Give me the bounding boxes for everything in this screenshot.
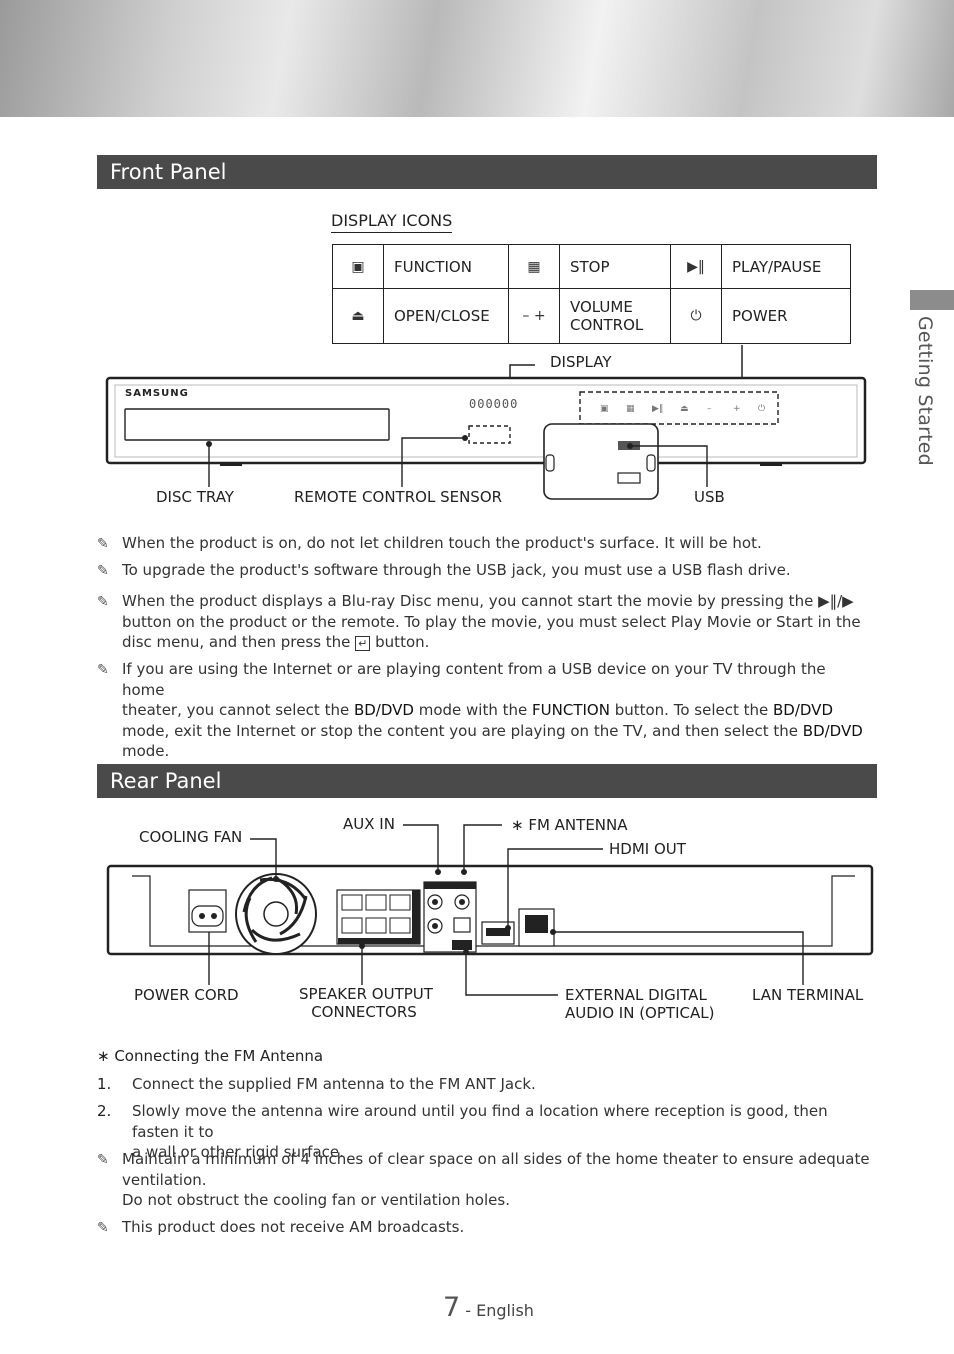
note-am-broadcasts: ✎ This product does not receive AM broad… [97, 1217, 872, 1238]
fm-step-1: 1. Connect the supplied FM antenna to th… [97, 1075, 536, 1093]
svg-text:▦: ▦ [626, 404, 635, 414]
disc-tray-callout: DISC TRAY [156, 488, 234, 506]
function-label: FUNCTION [383, 244, 509, 289]
page-number: 7 [443, 1292, 461, 1323]
front-panel-heading: Front Panel [97, 155, 877, 189]
svg-text:⏏: ⏏ [680, 404, 689, 414]
display-icons-title: DISPLAY ICONS [331, 211, 453, 233]
aux-in-callout: AUX IN [343, 815, 395, 833]
page-footer: 7 - English [443, 1292, 534, 1323]
stop-label: STOP [559, 244, 671, 289]
page-language: - English [465, 1301, 534, 1320]
svg-text:–: – [707, 404, 712, 414]
note-pencil-icon: ✎ [97, 1220, 109, 1236]
note-pencil-icon: ✎ [97, 563, 109, 579]
fm-antenna-heading: ∗ Connecting the FM Antenna [97, 1047, 324, 1065]
enter-inline-icon: ↵ [355, 636, 371, 651]
note-bd-dvd-mode: ✎ If you are using the Internet or are p… [97, 660, 863, 760]
open-close-label: OPEN/CLOSE [383, 288, 509, 344]
usb-callout: USB [694, 488, 725, 506]
open-close-icon: ⏏ [332, 288, 384, 344]
cooling-fan-callout: COOLING FAN [139, 828, 243, 846]
stop-icon: ▦ [508, 244, 560, 289]
remote-sensor-callout: REMOTE CONTROL SENSOR [294, 488, 503, 506]
header-photo-band [0, 0, 954, 117]
note-bluray-menu: ✎ When the product displays a Blu-ray Di… [97, 592, 861, 651]
power-icon: ⏻ [670, 288, 722, 344]
play-pause-inline-icon: ▶‖/▶ [818, 592, 854, 610]
display-callout: DISPLAY [550, 353, 612, 371]
note-pencil-icon: ✎ [97, 662, 109, 678]
svg-text:▣: ▣ [600, 404, 609, 414]
note-ventilation: ✎ Maintain a minimum of 4 inches of clea… [97, 1150, 870, 1209]
note-pencil-icon: ✎ [97, 594, 109, 610]
volume-icon: – + [508, 288, 560, 344]
note-usb-upgrade: ✎ To upgrade the product's software thro… [97, 560, 872, 581]
power-cord-callout: POWER CORD [134, 986, 239, 1004]
play-pause-label: PLAY/PAUSE [721, 244, 851, 289]
samsung-logo: SAMSUNG [125, 388, 189, 399]
note-pencil-icon: ✎ [97, 1152, 109, 1168]
side-tab-label: Getting Started [914, 316, 936, 466]
lan-terminal-callout: LAN TERMINAL [752, 986, 864, 1004]
power-label: POWER [721, 288, 851, 344]
svg-text:+: + [733, 404, 741, 414]
display-icons-table: ▣ FUNCTION ▦ STOP ▶‖ PLAY/PAUSE ⏏ OPEN/C… [332, 244, 851, 344]
rear-panel-heading: Rear Panel [97, 764, 877, 798]
svg-text:▶‖: ▶‖ [652, 404, 663, 414]
svg-text:⏻: ⏻ [758, 403, 765, 414]
front-display-digits: 000000 [469, 397, 519, 411]
fm-antenna-callout: ∗ FM ANTENNA [511, 816, 628, 834]
side-tab-marker [910, 290, 954, 310]
hdmi-out-callout: HDMI OUT [609, 840, 686, 858]
note-pencil-icon: ✎ [97, 536, 109, 552]
note-hot-surface: ✎ When the product is on, do not let chi… [97, 533, 872, 554]
fm-step-2: 2. Slowly move the antenna wire around u… [97, 1102, 828, 1161]
